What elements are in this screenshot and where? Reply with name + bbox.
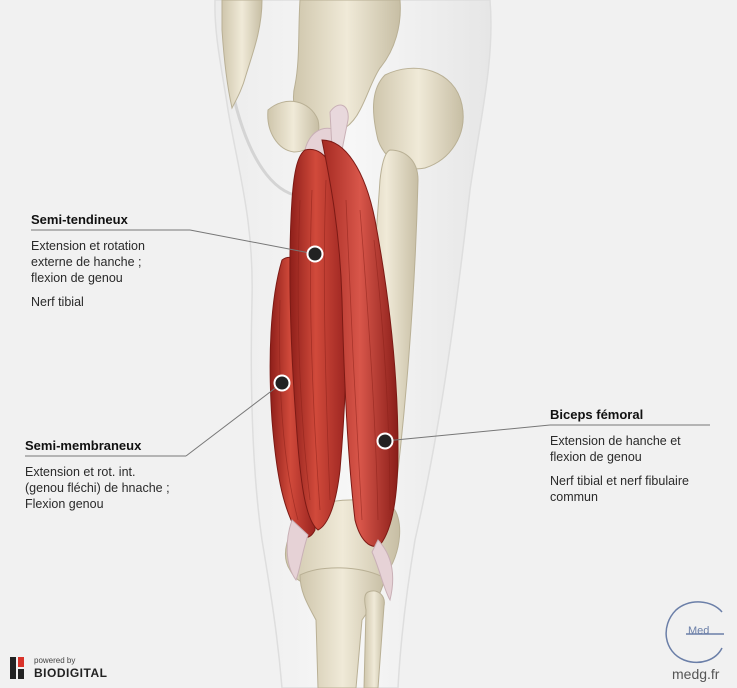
distal-tendon-medial — [286, 519, 309, 582]
powered-by-text: powered by — [34, 656, 76, 665]
distal-tendon-lateral — [371, 539, 394, 602]
leader-line-semi-membraneux-diag — [185, 382, 283, 457]
muscle-fibers — [279, 179, 391, 521]
label-nerve: Nerf tibial et nerf fibulaire commun — [550, 474, 689, 504]
label-title: Biceps fémoral — [550, 407, 644, 422]
marker-biceps-femoral — [376, 432, 394, 450]
marker-semi-membraneux — [273, 374, 291, 392]
biodigital-logo-icon — [10, 657, 24, 679]
site-url[interactable]: medg.fr — [672, 666, 720, 682]
proximal-tendon-2 — [329, 104, 349, 151]
label-description: Extension et rot. int. (genou fléchi) de… — [25, 465, 170, 511]
sacrum — [221, 0, 263, 110]
leader-line-biceps-femoral-diag — [384, 424, 551, 442]
label-semi-membraneux: Semi-membraneux Extension et rot. int. (… — [25, 438, 200, 512]
biodigital-wordmark: BIODIGITAL — [34, 666, 108, 680]
label-nerve: Nerf tibial — [31, 295, 84, 309]
marker-semi-tendineux — [306, 245, 324, 263]
medg-logo-text: Med — [688, 625, 710, 637]
label-title: Semi-membraneux — [25, 438, 142, 453]
leader-line-semi-tendineux-diag — [189, 229, 316, 255]
medg-logo-icon — [665, 601, 724, 664]
label-description: Extension de hanche et flexion de genou — [550, 434, 681, 464]
label-biceps-femoral: Biceps fémoral Extension de hanche et fl… — [550, 407, 730, 505]
greater-trochanter — [373, 67, 464, 170]
label-semi-tendineux: Semi-tendineux Extension et rotation ext… — [31, 212, 201, 310]
label-title: Semi-tendineux — [31, 212, 128, 227]
label-description: Extension et rotation externe de hanche … — [31, 239, 145, 285]
fibula — [363, 590, 385, 688]
medg-logo: Med — [666, 603, 724, 661]
